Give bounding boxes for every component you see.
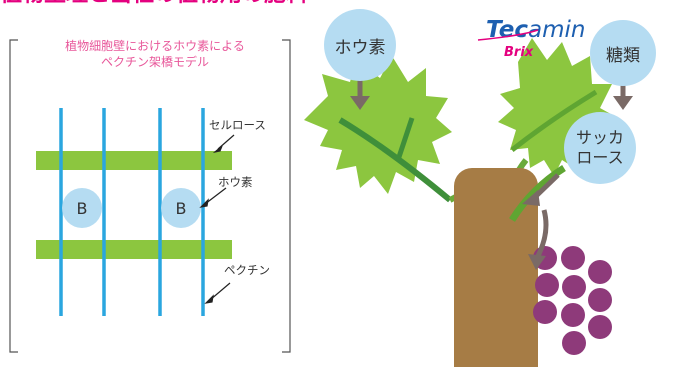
boron-bubble-label: ホウ素 — [334, 37, 386, 58]
boron-symbol: B — [175, 198, 187, 218]
caption-line-1: 植物細胞壁におけるホウ素による — [65, 39, 245, 53]
sucrose-bubble-label: サッカ ロース — [564, 112, 636, 184]
boron-bubble — [324, 9, 396, 81]
brand-sub: Brix — [504, 45, 534, 60]
sugar-bubble-label: 糖類 — [606, 45, 640, 66]
boron-circle — [62, 188, 102, 228]
boron-symbol: B — [76, 198, 88, 218]
flow-arrows — [350, 78, 633, 270]
diagram-caption: 植物細胞壁におけるホウ素による ペクチン架橋モデル — [20, 38, 290, 70]
pectin-label: ペクチン — [224, 263, 270, 277]
leaf-left — [304, 56, 452, 194]
page-title: 植物生理と当社の植物用の肥料 — [0, 0, 330, 8]
cellulose-label: セルロース — [209, 118, 266, 132]
boron-circle — [161, 188, 201, 228]
boron-label: ホウ素 — [218, 175, 253, 189]
cellulose-bar-bottom — [36, 240, 232, 259]
sugar-bubble — [590, 20, 656, 86]
grape-cluster — [533, 246, 612, 355]
caption-line-2: ペクチン架橋モデル — [100, 55, 209, 69]
sucrose-label-line-2: ロース — [576, 148, 624, 167]
sucrose-label-line-1: サッカ — [575, 128, 624, 147]
sucrose-bubble — [564, 112, 636, 184]
plant-illustration: Tecamin Brix — [304, 9, 656, 367]
cell-wall-diagram — [36, 108, 235, 316]
cellulose-bar-top — [36, 151, 232, 170]
panel-brackets — [9, 39, 291, 353]
